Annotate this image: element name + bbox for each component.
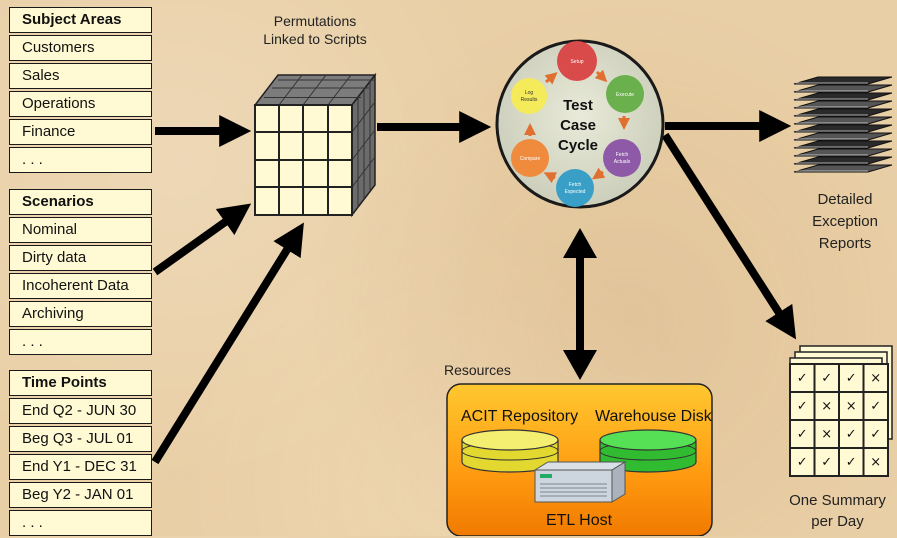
- report-sheet: [793, 84, 893, 93]
- permutations-label-line2: Linked to Scripts: [263, 31, 367, 47]
- log-results-label-2: Results: [521, 97, 538, 103]
- report-sheet: [793, 124, 893, 133]
- scenario-item: Nominal: [9, 217, 152, 243]
- scenarios-list: Scenarios Nominal Dirty data Incoherent …: [9, 189, 152, 357]
- report-sheet: [793, 76, 893, 85]
- etl-host-server-icon: [533, 461, 627, 503]
- subject-areas-list: Subject Areas Customers Sales Operations…: [9, 7, 152, 175]
- time-point-item: Beg Q3 - JUL 01: [9, 426, 152, 452]
- scenario-item: Dirty data: [9, 245, 152, 271]
- cycle-step-fetch-expected: [556, 169, 594, 207]
- subject-area-item: Finance: [9, 119, 152, 145]
- setup-label: Setup: [570, 59, 583, 65]
- summary-cell-mark: ✓: [846, 455, 857, 470]
- report-sheet: [793, 156, 893, 165]
- cycle-step-compare: [511, 139, 549, 177]
- report-stack-icon: [793, 76, 893, 173]
- summary-cell-mark: ×: [846, 399, 857, 414]
- subject-area-item: Customers: [9, 35, 152, 61]
- report-sheet: [793, 132, 893, 141]
- warehouse-disk-icon: [599, 429, 697, 473]
- report-sheet: [793, 116, 893, 125]
- report-sheet: [793, 140, 893, 149]
- execute-label: Execute: [616, 92, 634, 98]
- subject-area-item: . . .: [9, 147, 152, 173]
- summary-sheets: ✓ ✓ ✓ × ✓ × × ✓ ✓ × ✓ ✓ ✓ ✓ ✓ ×: [789, 345, 893, 477]
- acit-repository-label: ACIT Repository: [461, 408, 578, 425]
- time-points-list: Time Points End Q2 - JUN 30 Beg Q3 - JUL…: [9, 370, 152, 538]
- report-sheet: [793, 108, 893, 117]
- summary-cell-mark: ×: [821, 427, 832, 442]
- fetch-expected-label-1: Fetch: [569, 182, 582, 188]
- cycle-center-line2: Case: [560, 117, 596, 134]
- test-case-cycle: Setup Execute Fetch Actuals Fetch Expect…: [495, 39, 665, 209]
- summary-cell-mark: ✓: [821, 371, 832, 386]
- scenario-item: Incoherent Data: [9, 273, 152, 299]
- resources-title: Resources: [444, 362, 511, 378]
- summary-line1: One Summary: [789, 492, 886, 509]
- cycle-step-fetch-actuals: [603, 139, 641, 177]
- subject-areas-title: Subject Areas: [9, 7, 152, 33]
- log-results-label-1: Log: [525, 90, 534, 96]
- cycle-step-log-results: [511, 78, 547, 114]
- fetch-expected-label-2: Expected: [565, 189, 586, 195]
- summary-cell: [862, 447, 889, 477]
- summary-cell-mark: ×: [870, 371, 881, 386]
- subject-area-item: Operations: [9, 91, 152, 117]
- arrow-down-head: [563, 350, 597, 380]
- permutations-label-line1: Permutations: [273, 13, 357, 29]
- cycle-arrows: [524, 69, 630, 184]
- subject-area-item: Sales: [9, 63, 152, 89]
- resources-box: ACIT Repository Warehouse Disk ETL Host: [446, 383, 713, 536]
- report-sheet: [793, 100, 893, 109]
- cycle-step-execute: [606, 75, 644, 113]
- time-point-item: . . .: [9, 510, 152, 536]
- arrow-up-head: [563, 228, 597, 258]
- acit-repository-disk-icon: [461, 429, 559, 473]
- fetch-actuals-label-2: Actuals: [614, 159, 631, 165]
- detailed-reports-label: Detailed Exception Reports: [795, 189, 895, 255]
- time-point-item: End Y1 - DEC 31: [9, 454, 152, 480]
- permutation-cube: [253, 72, 377, 218]
- report-sheet: [793, 92, 893, 101]
- summary-cell-mark: ✓: [797, 427, 808, 442]
- time-points-title: Time Points: [9, 370, 152, 396]
- cycle-center-line3: Cycle: [558, 137, 598, 154]
- summary-cell-mark: ✓: [846, 371, 857, 386]
- cycle-step-setup: [557, 41, 597, 81]
- detailed-reports-line1: Detailed: [817, 191, 873, 208]
- fetch-actuals-label-1: Fetch: [616, 152, 629, 158]
- summary-line2: per Day: [811, 513, 864, 530]
- detailed-reports-line2: Exception: [812, 213, 878, 230]
- summary-label: One Summary per Day: [780, 490, 895, 532]
- detailed-reports-line3: Reports: [818, 235, 872, 252]
- compare-label: Compare: [520, 156, 541, 162]
- permutations-label: Permutations Linked to Scripts: [250, 12, 380, 48]
- scenario-item: Archiving: [9, 301, 152, 327]
- summary-cell-mark: ✓: [797, 371, 808, 386]
- report-sheet: [793, 148, 893, 157]
- time-point-item: Beg Y2 - JAN 01: [9, 482, 152, 508]
- etl-host-label: ETL Host: [546, 512, 613, 529]
- summary-cell-mark: ✓: [797, 399, 808, 414]
- scenarios-title: Scenarios: [9, 189, 152, 215]
- input-arrows: [151, 110, 797, 465]
- time-point-item: End Q2 - JUN 30: [9, 398, 152, 424]
- scenario-item: . . .: [9, 329, 152, 355]
- warehouse-disk-label: Warehouse Disk: [595, 408, 713, 425]
- summary-cell-mark: ×: [870, 455, 881, 470]
- summary-cell-mark: ✓: [821, 455, 832, 470]
- summary-cell-mark: ×: [821, 399, 832, 414]
- report-sheet: [793, 164, 893, 173]
- summary-cell-mark: ✓: [870, 427, 881, 442]
- summary-cell-mark: ✓: [846, 427, 857, 442]
- summary-cell-mark: ✓: [870, 399, 881, 414]
- cycle-center-line1: Test: [563, 97, 593, 114]
- summary-cell-mark: ✓: [797, 455, 808, 470]
